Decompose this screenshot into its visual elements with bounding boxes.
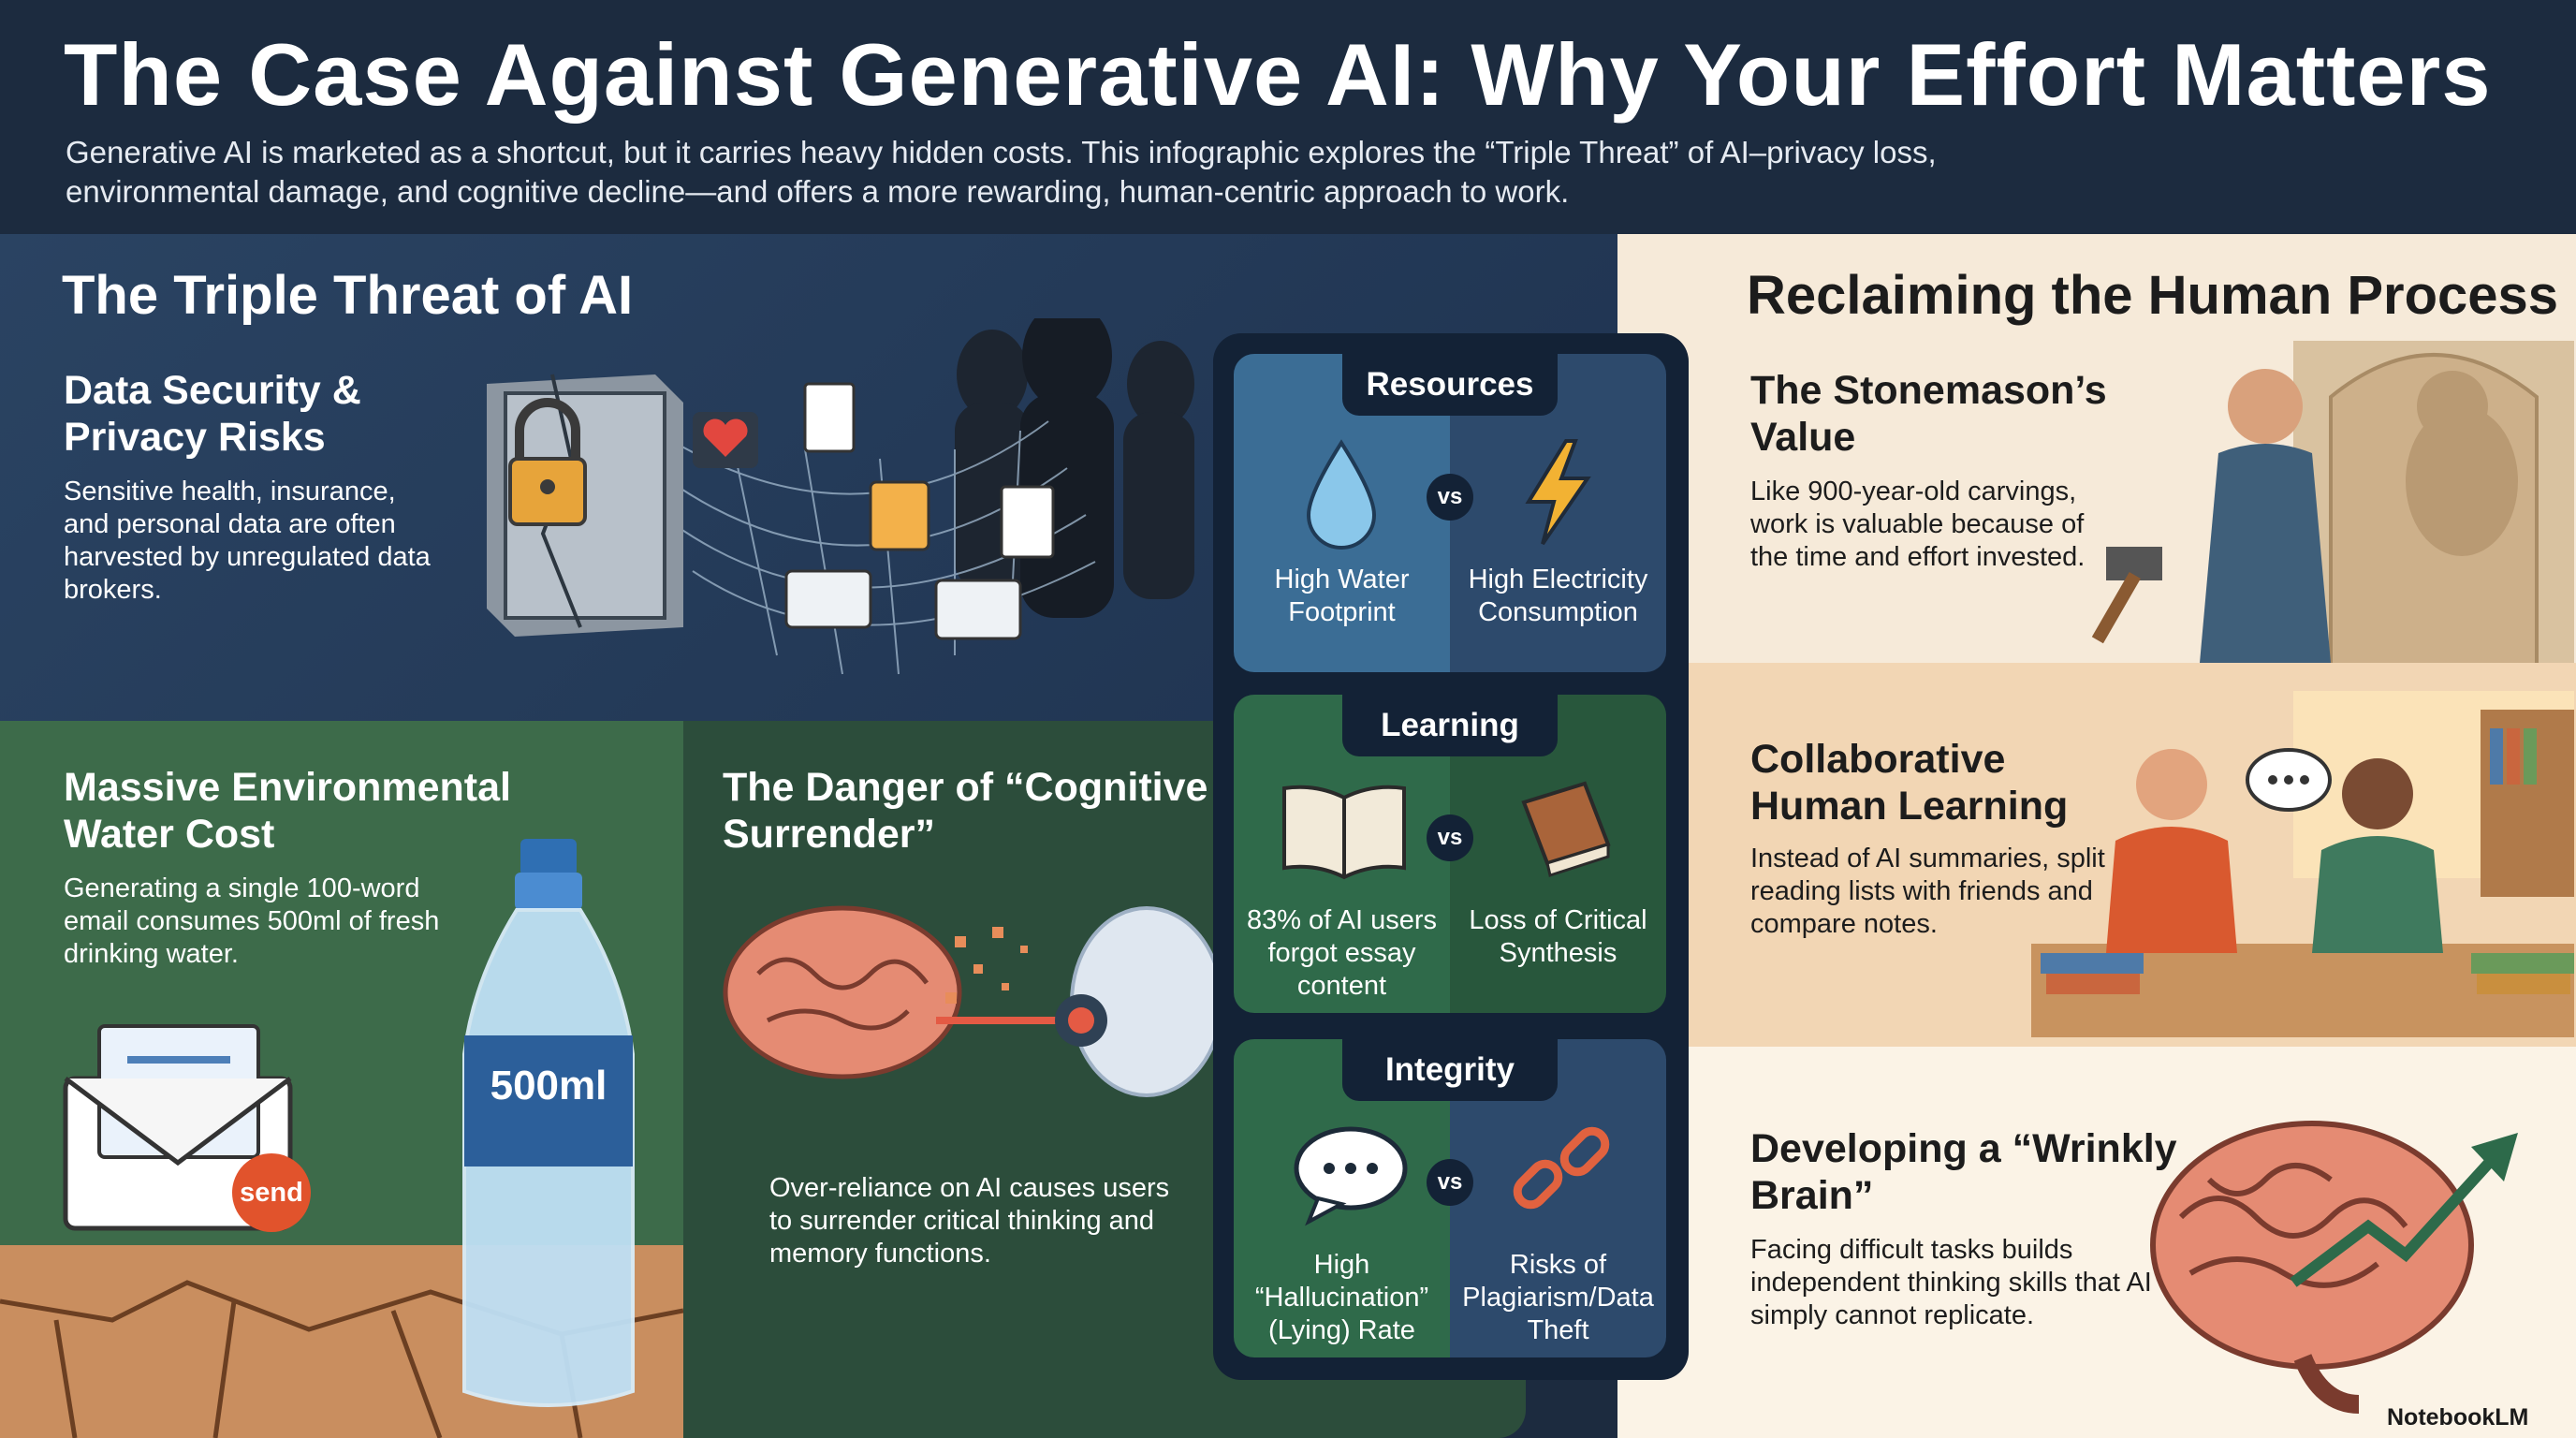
bookshelf-icon	[2481, 710, 2574, 897]
send-button: send	[232, 1153, 311, 1232]
woman-figure	[2312, 758, 2443, 953]
integrity-vs: vs	[1427, 1159, 1473, 1206]
cognitive-title: The Danger of “Cognitive Surrender”	[723, 765, 1208, 857]
robot-head-icon	[1055, 906, 1223, 1097]
chat-bubble-icon	[2246, 748, 2332, 812]
water-drop-icon	[1306, 439, 1377, 550]
water-bottle-icon	[462, 839, 635, 1407]
collab-text: Instead of AI summaries, split reading l…	[1750, 844, 2105, 939]
padlock-icon	[508, 398, 587, 526]
id-card-icon	[784, 480, 1022, 640]
growth-arrow-icon	[2290, 1133, 2518, 1287]
speech-bubble-icon	[1294, 1126, 1408, 1226]
brain-icon	[2150, 1121, 2474, 1414]
notebooklm-watermark: NotebookLM	[2387, 1404, 2529, 1431]
wrinkly-brain-illustration	[2150, 1121, 2518, 1414]
resources-left-label: High Water Footprint	[1274, 565, 1410, 627]
integrity-right-label: Risks of Plagiarism/Data Theft	[1462, 1250, 1654, 1345]
stonemason-text: Like 900-year-old carvings, work is valu…	[1750, 477, 2086, 572]
mason-figure	[2200, 369, 2331, 663]
learning-tab: Learning	[1342, 695, 1558, 756]
privacy-text: Sensitive health, insurance, and persona…	[64, 477, 431, 605]
gargoyle-icon	[2406, 371, 2518, 556]
stonemason-title: The Stonemason’s Value	[1750, 368, 2107, 460]
resources-tab: Resources	[1342, 354, 1558, 416]
email-envelope-icon	[63, 1024, 293, 1231]
heart-icon	[693, 412, 758, 468]
integrity-card: Integrity vs High “Hallucination” (Lying…	[1234, 1039, 1666, 1357]
lightning-icon	[1525, 439, 1591, 546]
open-book-icon	[1282, 785, 1406, 880]
broken-chain-icon	[1513, 1126, 1610, 1210]
hooded-figure-icon	[955, 318, 1194, 618]
book-stack-icon	[2041, 953, 2574, 994]
resources-card: Resources vs High Water Footprint High E…	[1234, 354, 1666, 672]
closed-book-icon	[1521, 781, 1611, 877]
brain-title: Developing a “Wrinkly Brain”	[1750, 1126, 2177, 1218]
comparison-column: Resources vs High Water Footprint High E…	[1213, 333, 1689, 1380]
triple-threat-heading: The Triple Threat of AI	[62, 265, 634, 326]
resources-right-label: High Electricity Consumption	[1468, 565, 1648, 627]
human-heading: Reclaiming the Human Process	[1747, 265, 2559, 326]
cognitive-text: Over-reliance on AI causes users to surr…	[769, 1173, 1170, 1269]
learning-card: Learning vs 83% of AI users forgot essay…	[1234, 695, 1666, 1013]
brain-text: Facing difficult tasks builds independen…	[1750, 1235, 2152, 1330]
learning-left-label: 83% of AI users forgot essay content	[1246, 905, 1438, 1001]
water-title: Massive Environmental Water Cost	[64, 765, 511, 857]
document-icon	[803, 382, 1055, 559]
integrity-tab: Integrity	[1342, 1039, 1558, 1101]
man-figure	[2106, 749, 2237, 953]
brain-icon	[723, 905, 962, 1079]
integrity-left-label: High “Hallucination” (Lying) Rate	[1254, 1250, 1429, 1345]
pixel-particles	[945, 927, 1028, 1004]
learning-right-label: Loss of Critical Synthesis	[1469, 905, 1647, 968]
bottle-label: 500ml	[490, 1063, 607, 1108]
page-title: The Case Against Generative AI: Why Your…	[64, 25, 2492, 124]
brain-robot-illustration	[723, 905, 1223, 1097]
learning-vs: vs	[1427, 814, 1473, 861]
privacy-title: Data Security & Privacy Risks	[64, 368, 361, 460]
intro-text: Generative AI is marketed as a shortcut,…	[66, 135, 1937, 209]
stonemason-illustration	[2091, 341, 2574, 663]
resources-vs: vs	[1427, 474, 1473, 521]
hammer-icon	[2091, 547, 2162, 644]
water-text: Generating a single 100-word email consu…	[64, 873, 440, 969]
data-breach-illustration	[487, 318, 1194, 675]
collab-title: Collaborative Human Learning	[1750, 737, 2069, 829]
collaborative-learning-illustration	[2031, 691, 2574, 1037]
